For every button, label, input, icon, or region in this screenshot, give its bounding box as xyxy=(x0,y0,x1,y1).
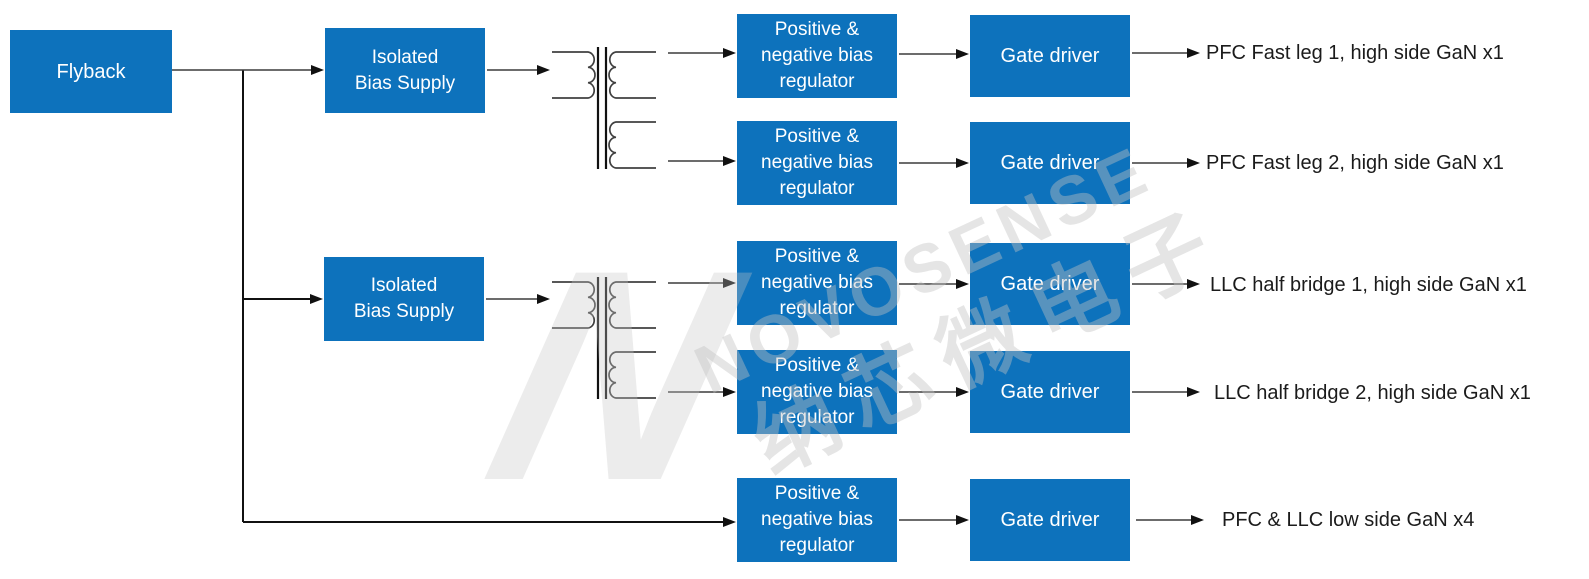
output-label-llc-half-bridge-1: LLC half bridge 1, high side GaN x1 xyxy=(1210,274,1527,296)
arrows xyxy=(172,48,1204,525)
branch-lines xyxy=(242,70,736,527)
bias-regulator-block-3: Positive & negative bias regulator xyxy=(737,241,897,325)
isolated-bias-supply-block-1: Isolated Bias Supply xyxy=(325,28,485,113)
gate-driver-block-1: Gate driver xyxy=(970,15,1130,97)
transformer-2-primary-winding xyxy=(552,281,596,329)
transformer-1-icon xyxy=(552,47,656,169)
bias-regulator-block-1: Positive & negative bias regulator xyxy=(737,14,897,98)
transformer-1-primary-winding xyxy=(552,51,596,99)
output-label-pfc-fast-leg-2: PFC Fast leg 2, high side GaN x1 xyxy=(1206,152,1504,174)
transformer-1-secondary-winding-1 xyxy=(608,51,656,99)
gate-driver-block-2: Gate driver xyxy=(970,122,1130,204)
output-label-llc-half-bridge-2: LLC half bridge 2, high side GaN x1 xyxy=(1214,382,1531,404)
bias-regulator-block-2: Positive & negative bias regulator xyxy=(737,121,897,205)
transformer-2-secondary-winding-1 xyxy=(608,281,656,329)
gate-driver-block-4: Gate driver xyxy=(970,351,1130,433)
output-label-pfc-fast-leg-1: PFC Fast leg 1, high side GaN x1 xyxy=(1206,42,1504,64)
output-label-low-side: PFC & LLC low side GaN x4 xyxy=(1222,509,1475,531)
flyback-block: Flyback xyxy=(10,30,172,113)
transformer-2-secondary-winding-2 xyxy=(608,351,656,399)
gate-driver-block-5: Gate driver xyxy=(970,479,1130,561)
bias-regulator-block-5: Positive & negative bias regulator xyxy=(737,478,897,562)
transformer-2-icon xyxy=(552,277,656,399)
transformer-1-secondary-winding-2 xyxy=(608,121,656,169)
isolated-bias-supply-block-2: Isolated Bias Supply xyxy=(324,257,484,341)
bias-regulator-block-4: Positive & negative bias regulator xyxy=(737,350,897,434)
gate-driver-block-3: Gate driver xyxy=(970,243,1130,325)
